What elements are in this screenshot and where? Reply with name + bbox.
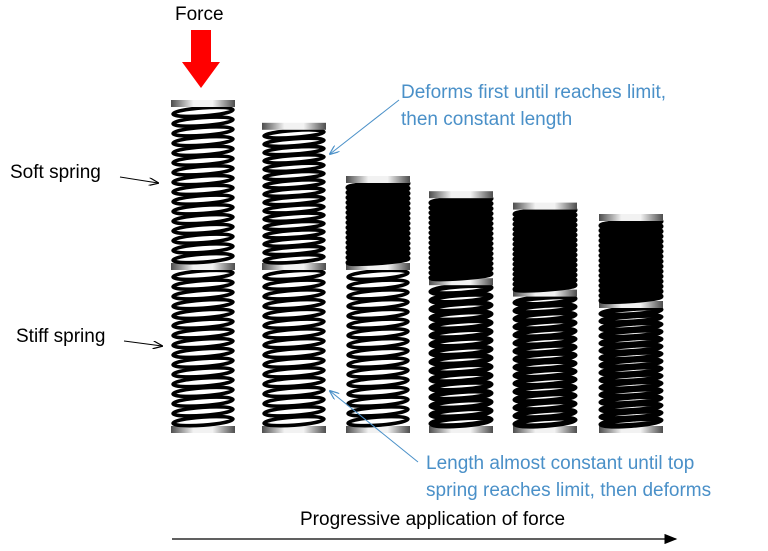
stage-1-top-plate — [171, 100, 235, 107]
stiff-spring-pointer — [123, 340, 162, 346]
stage-6-middle-plate — [599, 301, 663, 308]
stage-5-bottom-plate — [513, 426, 577, 433]
spring-stacks — [171, 100, 664, 433]
stage-5-middle-plate — [513, 289, 577, 297]
soft-spring-label: Soft spring — [10, 162, 101, 183]
stage-2-top-plate — [262, 122, 326, 130]
stage-5-soft-spring — [512, 206, 578, 293]
stage-2-bottom-plate — [262, 426, 326, 433]
bottom-annotation-pointer — [330, 391, 419, 463]
force-arrow — [182, 30, 220, 88]
top-annotation-pointer — [330, 99, 400, 154]
bottom-annotation-line1: Length almost constant until top — [426, 453, 695, 474]
stage-4-bottom-plate — [429, 426, 493, 433]
stage-4-soft-spring — [428, 195, 494, 282]
stage-4-top-plate — [429, 191, 493, 199]
stage-6-bottom-plate — [599, 426, 663, 433]
stage-4-middle-plate — [429, 278, 493, 286]
stage-4-stiff-spring — [428, 282, 494, 429]
stage-5-stiff-spring — [512, 294, 578, 429]
stage-1-middle-plate — [171, 263, 235, 270]
stage-2-soft-spring — [262, 128, 326, 265]
top-annotation: Deforms first until reaches limit, then … — [401, 79, 666, 133]
stage-3-middle-plate — [346, 263, 410, 270]
stage-1-soft-spring — [171, 105, 235, 265]
bottom-annotation: Length almost constant until top spring … — [426, 450, 711, 504]
stage-6-stiff-spring — [598, 305, 664, 429]
stage-6-top-plate — [599, 214, 663, 221]
stage-3-top-plate — [346, 176, 410, 183]
top-annotation-line1: Deforms first until reaches limit, — [401, 82, 667, 103]
stage-6-soft-spring — [598, 217, 664, 305]
top-annotation-line2: then constant length — [401, 109, 573, 130]
stage-5-top-plate — [513, 202, 577, 210]
force-label: Force — [175, 4, 224, 25]
stage-2-stiff-spring — [262, 268, 326, 428]
stiff-spring-label: Stiff spring — [16, 326, 106, 347]
progression-label: Progressive application of force — [300, 509, 566, 530]
stage-1-bottom-plate — [171, 426, 235, 433]
bottom-annotation-line2: spring reaches limit, then deforms — [426, 480, 712, 501]
stage-3-soft-spring — [345, 179, 411, 267]
stage-1-stiff-spring — [171, 268, 235, 428]
stage-2-middle-plate — [262, 263, 326, 270]
stage-3-stiff-spring — [346, 268, 410, 428]
soft-spring-pointer — [119, 176, 158, 183]
